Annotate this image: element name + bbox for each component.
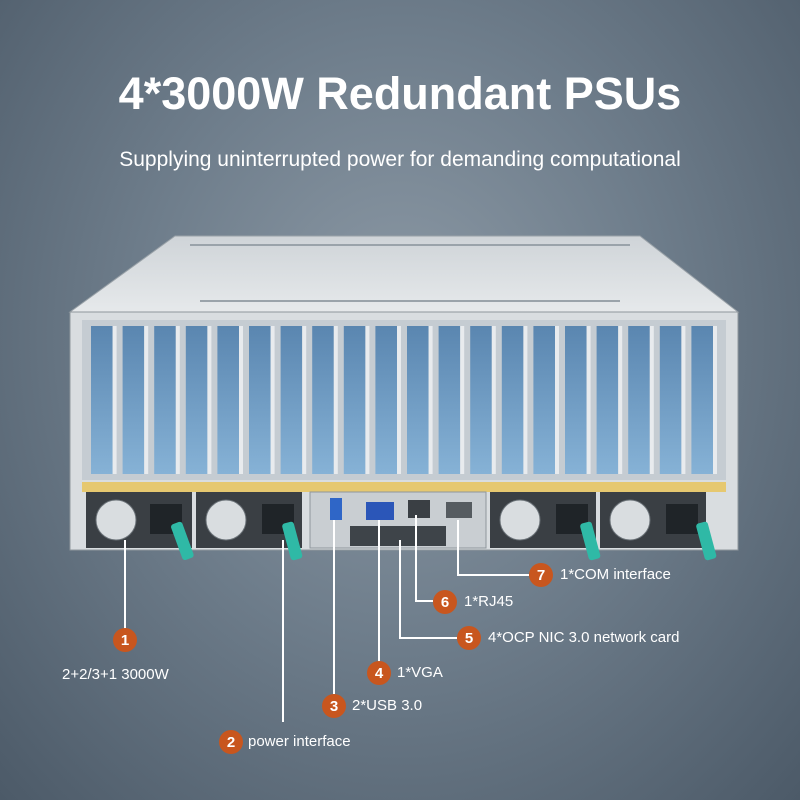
pcie-slot-bracket [312, 326, 334, 474]
pcie-slot-divider [207, 326, 212, 474]
pcie-slot-bracket [438, 326, 461, 474]
page-title: 4*3000W Redundant PSUs [118, 68, 682, 119]
pcie-slot-bracket [375, 326, 397, 474]
pcie-slot-divider [302, 326, 307, 474]
pcie-slots [91, 326, 717, 474]
callout-label-1: 2+2/3+1 3000W [62, 666, 169, 683]
pcie-slot-bracket [249, 326, 271, 474]
pcie-slot-divider [460, 326, 465, 474]
pcie-slot-bracket [659, 326, 682, 474]
page-subtitle: Supplying uninterrupted power for demand… [119, 148, 681, 171]
pcie-slot-divider [618, 326, 623, 474]
ocp-nic [350, 526, 446, 546]
usb-ports [330, 498, 342, 520]
rj45-port [408, 500, 430, 518]
callout-line-6b [415, 600, 433, 602]
callout-badge-3: 3 [322, 694, 346, 718]
callout-badge-6: 6 [433, 590, 457, 614]
top-vent-dots [190, 244, 630, 302]
callout-line-7b [457, 574, 529, 576]
pcie-slot-bracket [280, 326, 303, 474]
pcie-slot-bracket [407, 326, 429, 474]
pcie-slot-bracket [691, 326, 713, 474]
callout-badge-7: 7 [529, 563, 553, 587]
callout-label-3: 2*USB 3.0 [352, 697, 423, 714]
callout-badge-2: 2 [219, 730, 243, 754]
callout-line-1 [124, 540, 126, 634]
pcie-slot-divider [491, 326, 496, 474]
io-panel [309, 491, 487, 549]
callout-label-4: 1*VGA [397, 664, 443, 681]
psu-unit-4 [600, 492, 717, 561]
callout-line-5b [399, 637, 457, 639]
pcie-slot-divider [175, 326, 180, 474]
pcie-slot-bracket [565, 326, 587, 474]
psu-unit-1 [86, 492, 194, 561]
callout-label-5: 4*OCP NIC 3.0 network card [488, 629, 680, 646]
pcie-slot-divider [333, 326, 338, 474]
pcie-slot-bracket [533, 326, 555, 474]
pcie-slot-divider [649, 326, 654, 474]
pcie-slot-bracket [501, 326, 524, 474]
callout-line-3 [333, 520, 335, 694]
pcie-slot-bracket [217, 326, 239, 474]
pcie-slot-divider [681, 326, 686, 474]
pcie-slot-divider [270, 326, 275, 474]
callout-line-7a [457, 520, 459, 575]
pcie-slot-bracket [596, 326, 619, 474]
pcie-slot-bracket [154, 326, 176, 474]
pcie-slot-bracket [91, 326, 113, 474]
pcie-slot-divider [586, 326, 591, 474]
psu-unit-3 [490, 492, 601, 561]
pcie-slot-bracket [628, 326, 650, 474]
callout-line-2 [282, 540, 284, 722]
callout-label-2: power interface [248, 733, 351, 750]
pcie-slot-divider [365, 326, 370, 474]
psu-unit-2 [196, 492, 303, 561]
pcie-slot-divider [523, 326, 528, 474]
callout-line-6a [415, 515, 417, 601]
com-port [446, 502, 472, 518]
pcie-slot-bracket [470, 326, 492, 474]
pcie-slot-bracket [122, 326, 145, 474]
callout-line-4 [378, 520, 380, 662]
callout-label-7: 1*COM interface [560, 566, 671, 583]
pcie-slot-bracket [343, 326, 366, 474]
pcie-slot-divider [397, 326, 401, 474]
pcie-slot-divider [555, 326, 559, 474]
vga-port [366, 502, 394, 520]
callout-label-6: 1*RJ45 [464, 593, 514, 610]
pcie-slot-divider [144, 326, 149, 474]
callout-badge-1: 1 [113, 628, 137, 652]
pcie-slot-divider [428, 326, 433, 474]
pcie-slot-divider [713, 326, 717, 474]
io-strip [82, 482, 726, 492]
callout-badge-5: 5 [457, 626, 481, 650]
callout-badge-4: 4 [367, 661, 391, 685]
callout-line-5a [399, 540, 401, 638]
pcie-slot-bracket [185, 326, 208, 474]
pcie-slot-divider [239, 326, 243, 474]
pcie-slot-divider [112, 326, 117, 474]
